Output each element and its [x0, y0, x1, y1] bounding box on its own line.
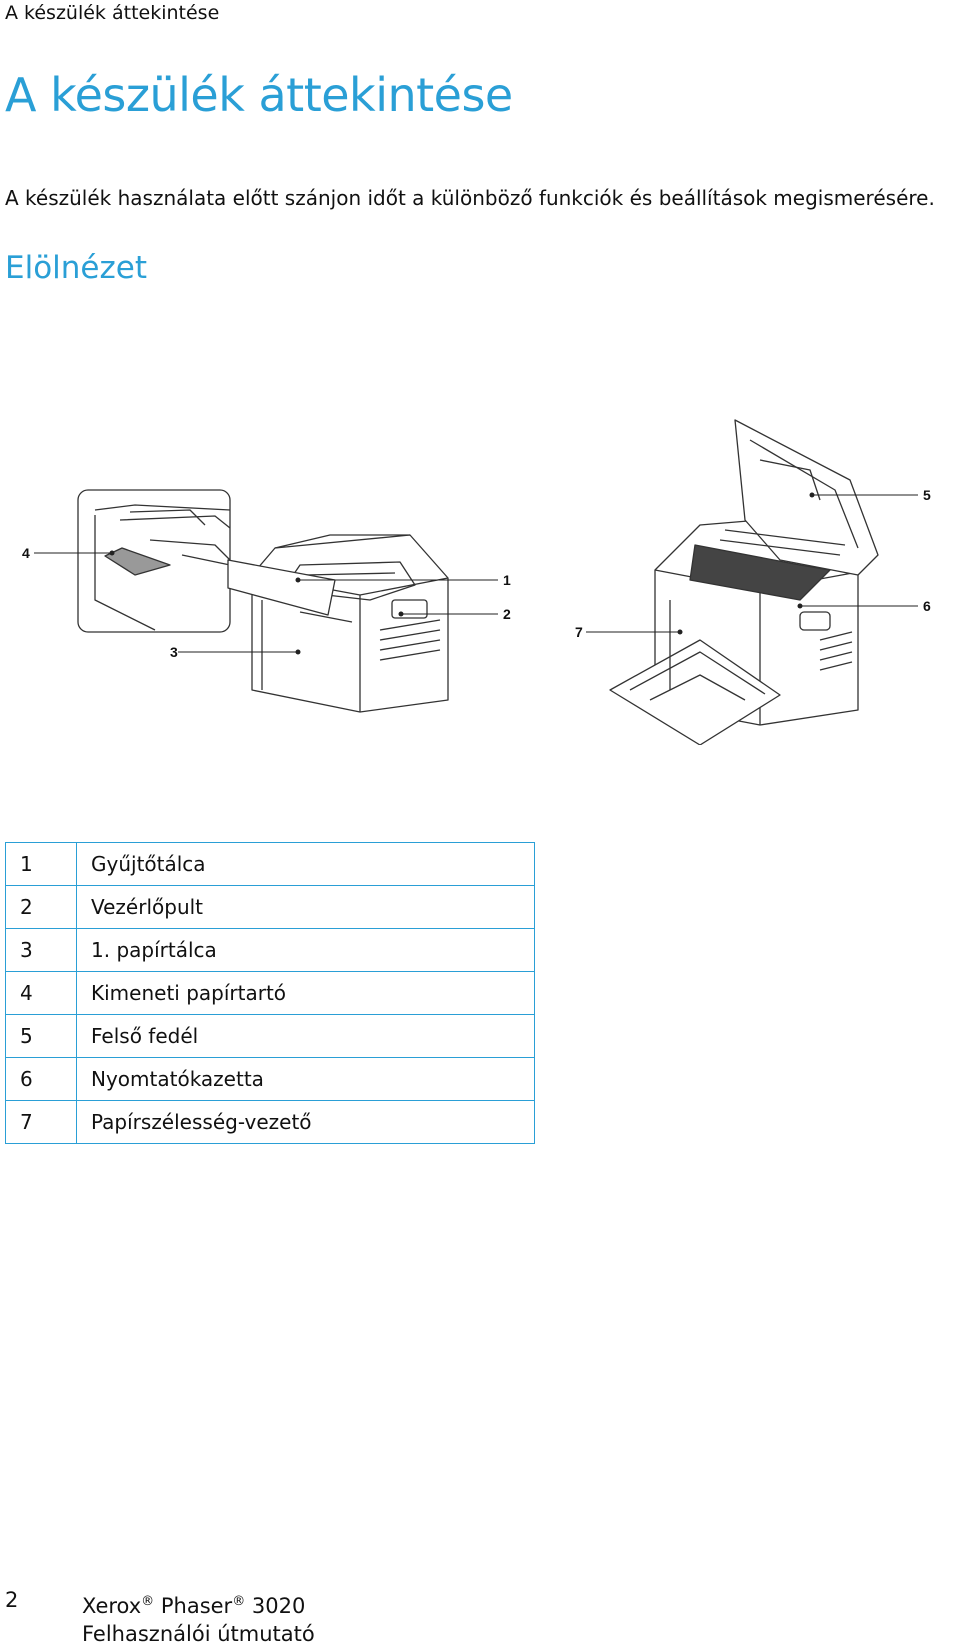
page-title: A készülék áttekintése: [5, 68, 513, 122]
part-number: 1: [5, 842, 77, 886]
footer-product: Phaser: [160, 1594, 233, 1618]
part-number: 3: [5, 928, 77, 972]
callout-6: 6: [923, 598, 931, 614]
intro-paragraph: A készülék használata előtt szánjon időt…: [5, 186, 935, 210]
printer-closed-illustration: [251, 534, 449, 713]
part-label: Vezérlőpult: [76, 885, 535, 929]
part-label: Kimeneti papírtartó: [76, 971, 535, 1015]
section-title: Elölnézet: [5, 250, 147, 286]
table-row: 1 Gyűjtőtálca: [5, 842, 535, 886]
printer-front-view-figure: 1 2 3 4 5 6 7: [22, 419, 931, 745]
callout-3: 3: [170, 644, 178, 660]
registered-mark: ®: [232, 1594, 246, 1609]
part-number: 2: [5, 885, 77, 929]
footer-product-line: Xerox® Phaser® 3020: [82, 1588, 315, 1620]
callout-1: 1: [503, 572, 511, 588]
footer-model: 3020: [251, 1594, 306, 1618]
part-label: Nyomtatókazetta: [76, 1057, 535, 1101]
footer-brand: Xerox: [82, 1594, 142, 1618]
printer-open-illustration: [609, 419, 879, 745]
footer-product-info: Xerox® Phaser® 3020 Felhasználói útmutat…: [82, 1588, 315, 1648]
part-number: 4: [5, 971, 77, 1015]
parts-table: 1 Gyűjtőtálca 2 Vezérlőpult 3 1. papírtá…: [5, 842, 535, 1144]
part-label: Felső fedél: [76, 1014, 535, 1058]
table-row: 4 Kimeneti papírtartó: [5, 971, 535, 1015]
part-number: 6: [5, 1057, 77, 1101]
callout-5: 5: [923, 487, 931, 503]
inset-zoom-illustration: [77, 489, 336, 633]
running-header: A készülék áttekintése: [5, 2, 220, 24]
table-row: 3 1. papírtálca: [5, 928, 535, 972]
registered-mark: ®: [141, 1594, 155, 1609]
part-number: 7: [5, 1100, 77, 1144]
part-label: Gyűjtőtálca: [76, 842, 535, 886]
callout-4: 4: [22, 545, 30, 561]
table-row: 7 Papírszélesség-vezető: [5, 1100, 535, 1144]
callout-7: 7: [575, 624, 583, 640]
table-row: 5 Felső fedél: [5, 1014, 535, 1058]
callout-2: 2: [503, 606, 511, 622]
part-label: 1. papírtálca: [76, 928, 535, 972]
table-row: 2 Vezérlőpult: [5, 885, 535, 929]
part-label: Papírszélesség-vezető: [76, 1100, 535, 1144]
table-row: 6 Nyomtatókazetta: [5, 1057, 535, 1101]
part-number: 5: [5, 1014, 77, 1058]
page-number: 2: [5, 1588, 19, 1612]
footer-guide: Felhasználói útmutató: [82, 1622, 315, 1646]
